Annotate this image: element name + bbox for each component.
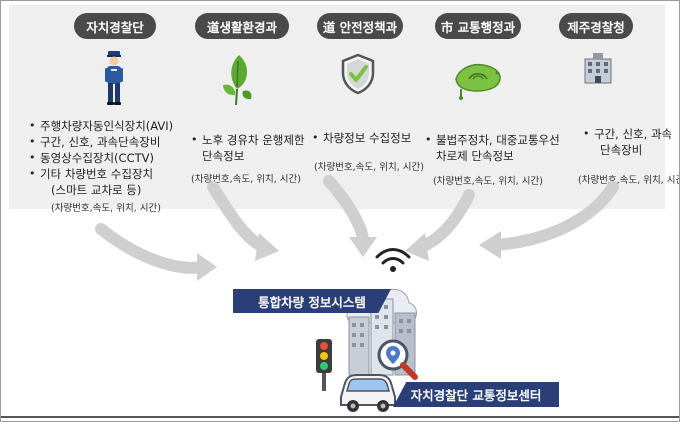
police-building-icon bbox=[584, 53, 612, 84]
list-item: 동영상수집장치(CCTV) bbox=[29, 150, 197, 166]
list-item-line: 구간, 신호, 과속 bbox=[594, 127, 673, 141]
agency-note-jeju-police: (차량번호,속도, 위치, 시간) bbox=[578, 175, 680, 186]
agency-note-traffic-admin: (차량번호,속도, 위치, 시간) bbox=[433, 176, 543, 187]
agency-note-safety-policy: (차량번호,속도, 위치, 시간) bbox=[314, 162, 424, 173]
list-item: 주행차량자동인식장치(AVI) bbox=[29, 118, 197, 134]
agency-title-jeju-police: 제주경찰청 bbox=[559, 13, 633, 39]
police-officer-icon bbox=[105, 51, 123, 105]
list-item-line: 노후 경유차 운행제한 bbox=[202, 133, 305, 147]
list-item-line: 단속장비 bbox=[600, 143, 643, 157]
leaf-icon bbox=[223, 55, 252, 106]
list-item: 차량정보 수집정보 bbox=[312, 130, 432, 146]
agency-title-traffic-admin: 市 교통행정과 bbox=[435, 13, 521, 39]
traffic-info-center-label: 자치경찰단 교통정보센터 bbox=[393, 382, 559, 407]
shield-check-icon bbox=[341, 53, 375, 95]
agency-items-jeju-police: 구간, 신호, 과속단속장비 bbox=[583, 126, 675, 158]
wifi-signal-icon bbox=[375, 248, 411, 272]
agency-title-police-unit: 자치경찰단 bbox=[74, 13, 156, 39]
agency-item-continuation: (스마트 교차로 등) bbox=[51, 183, 142, 197]
list-item: 기타 차량번호 수집장치 bbox=[29, 166, 197, 182]
list-item: 구간, 신호, 과속단속장비 bbox=[583, 126, 675, 158]
integrated-vehicle-info-system-label: 통합차량 정보시스템 bbox=[233, 289, 391, 313]
traffic-light-icon bbox=[316, 339, 332, 391]
list-item-line: 차로제 단속정보 bbox=[436, 149, 514, 163]
car-icon bbox=[340, 374, 396, 412]
agency-note-environment: (차량번호,속도, 위치, 시간) bbox=[191, 174, 301, 185]
agency-title-environment: 道생활환경과 bbox=[195, 13, 289, 39]
agency-items-safety-policy: 차량정보 수집정보 bbox=[312, 130, 432, 146]
bottom-divider bbox=[1, 416, 679, 418]
list-item-line: 불법주정차, 대중교통우선 bbox=[436, 133, 560, 147]
list-item-line: 단속정보 bbox=[202, 149, 245, 163]
agency-items-police-unit: 주행차량자동인식장치(AVI) 구간, 신호, 과속단속장비 동영상수집장치(C… bbox=[29, 118, 197, 182]
list-item: 구간, 신호, 과속단속장비 bbox=[29, 134, 197, 150]
agency-title-safety-policy: 道 안전정책과 bbox=[317, 13, 403, 39]
magnifier-icon bbox=[377, 339, 418, 380]
jeju-island-map-icon bbox=[455, 63, 501, 100]
agency-note-police-unit: (차량번호,속도, 위치, 시간) bbox=[51, 203, 161, 214]
